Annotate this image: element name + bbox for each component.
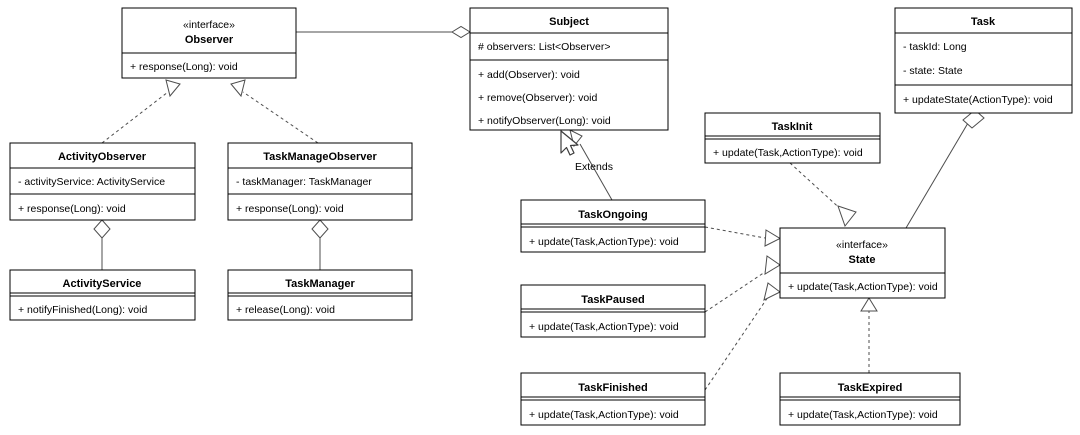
observer-method-0: + response(Long): void	[130, 61, 238, 73]
subject-method-1: + remove(Observer): void	[478, 92, 597, 104]
taskpaused-title: TaskPaused	[581, 294, 644, 306]
edge-task-state-aggregation[interactable]	[905, 109, 985, 229]
subject-attribute-0: # observers: List<Observer>	[478, 41, 610, 53]
edge-taskmanageobserver-taskmanager-aggregation[interactable]	[311, 219, 329, 270]
mouse-pointer-icon	[560, 130, 579, 156]
taskmanageobserver-attribute-0: - taskManager: TaskManager	[236, 176, 372, 188]
subject-method-0: + add(Observer): void	[478, 69, 580, 81]
edge-activityobserver-observer-realization[interactable]	[101, 79, 181, 144]
class-box-taskpaused[interactable]: TaskPaused + update(Task,ActionType): vo…	[520, 284, 706, 338]
taskongoing-method-0: + update(Task,ActionType): void	[529, 236, 679, 248]
observer-stereotype: «interface»	[183, 19, 235, 31]
class-box-taskinit[interactable]: TaskInit + update(Task,ActionType): void	[704, 112, 881, 164]
edge-taskongoing-state-realization[interactable]	[704, 226, 782, 247]
taskmanager-title: TaskManager	[285, 278, 355, 290]
activityservice-method-0: + notifyFinished(Long): void	[18, 304, 147, 316]
class-box-taskmanageobserver[interactable]: TaskManageObserver - taskManager: TaskMa…	[227, 142, 413, 221]
taskexpired-method-0: + update(Task,ActionType): void	[788, 409, 938, 421]
taskfinished-title: TaskFinished	[578, 382, 647, 394]
edge-label-extends: Extends	[575, 161, 613, 173]
class-box-taskfinished[interactable]: TaskFinished + update(Task,ActionType): …	[520, 372, 706, 426]
task-method-0: + updateState(ActionType): void	[903, 94, 1053, 106]
edge-activityobserver-activityservice-aggregation[interactable]	[93, 219, 111, 270]
class-box-observer[interactable]: «interface» Observer + response(Long): v…	[121, 7, 297, 79]
class-box-activityobserver[interactable]: ActivityObserver - activityService: Acti…	[9, 142, 196, 221]
state-method-0: + update(Task,ActionType): void	[788, 281, 938, 293]
activityobserver-attribute-0: - activityService: ActivityService	[18, 176, 165, 188]
edge-taskfinished-state-realization[interactable]	[704, 282, 781, 391]
taskpaused-method-0: + update(Task,ActionType): void	[529, 321, 679, 333]
edge-taskinit-state-realization[interactable]	[789, 162, 857, 228]
subject-title: Subject	[549, 16, 589, 28]
class-box-taskmanager[interactable]: TaskManager + release(Long): void	[227, 269, 413, 321]
taskongoing-title: TaskOngoing	[578, 209, 647, 221]
edge-taskpaused-state-realization[interactable]	[704, 255, 781, 313]
class-box-activityservice[interactable]: ActivityService + notifyFinished(Long): …	[9, 269, 196, 321]
taskmanageobserver-method-0: + response(Long): void	[236, 203, 344, 215]
observer-title: Observer	[185, 34, 234, 46]
taskmanageobserver-title: TaskManageObserver	[263, 151, 377, 163]
class-box-subject[interactable]: Subject # observers: List<Observer> + ad…	[469, 7, 669, 131]
edge-taskmanageobserver-observer-realization[interactable]	[230, 79, 319, 144]
activityservice-title: ActivityService	[63, 278, 142, 290]
taskfinished-method-0: + update(Task,ActionType): void	[529, 409, 679, 421]
task-title: Task	[971, 16, 996, 28]
edge-taskongoing-subject-extends[interactable]: Extends	[569, 129, 613, 201]
taskinit-title: TaskInit	[772, 121, 813, 133]
taskinit-method-0: + update(Task,ActionType): void	[713, 147, 863, 159]
class-box-task[interactable]: Task - taskId: Long - state: State + upd…	[894, 7, 1073, 114]
class-box-state[interactable]: «interface» State + update(Task,ActionTy…	[779, 227, 946, 299]
edge-layer: Extends	[93, 25, 985, 391]
taskmanager-method-0: + release(Long): void	[236, 304, 335, 316]
edge-observer-subject-aggregation[interactable]	[296, 25, 471, 39]
activityobserver-method-0: + response(Long): void	[18, 203, 126, 215]
activityobserver-title: ActivityObserver	[58, 151, 147, 163]
class-box-taskongoing[interactable]: TaskOngoing + update(Task,ActionType): v…	[520, 199, 706, 253]
state-stereotype: «interface»	[836, 239, 888, 251]
edge-taskexpired-state-realization[interactable]	[860, 297, 878, 373]
subject-method-2: + notifyObserver(Long): void	[478, 115, 611, 127]
taskexpired-title: TaskExpired	[838, 382, 903, 394]
task-attribute-0: - taskId: Long	[903, 41, 967, 53]
state-title: State	[849, 254, 876, 266]
class-box-taskexpired[interactable]: TaskExpired + update(Task,ActionType): v…	[779, 372, 961, 426]
task-attribute-1: - state: State	[903, 65, 963, 77]
